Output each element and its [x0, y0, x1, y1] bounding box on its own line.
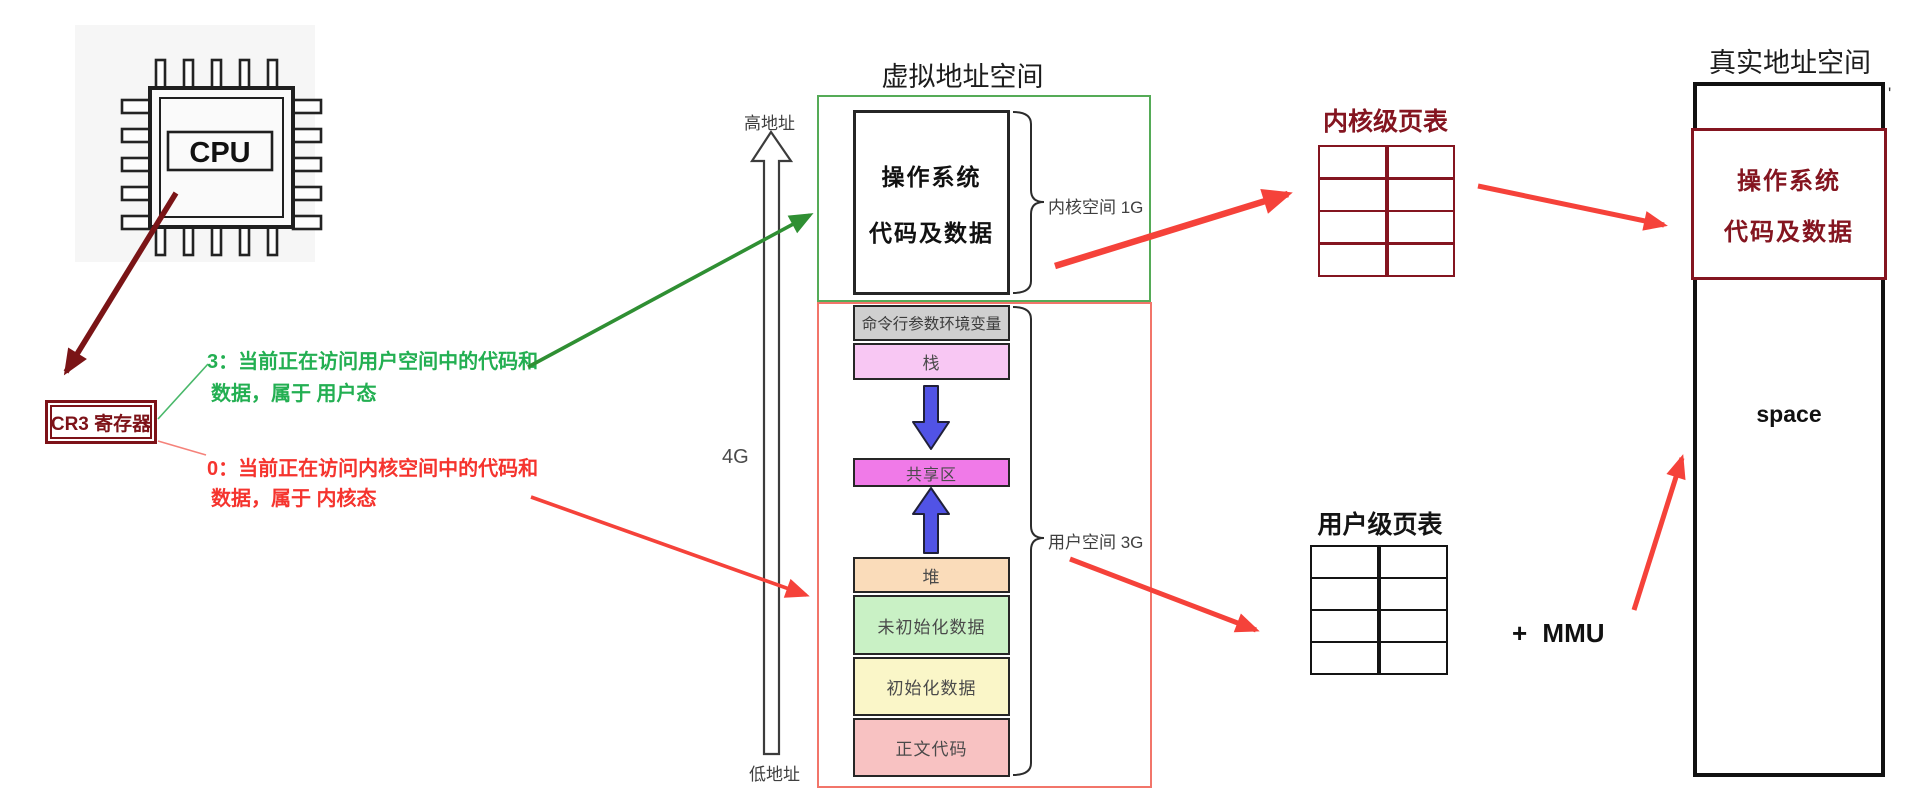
segment-shared-area: 共享区	[853, 458, 1010, 487]
segment-stack: 栈	[853, 343, 1010, 380]
virtual-address-space-title: 虚拟地址空间	[881, 62, 1044, 92]
cpu-chip-icon: CPU	[75, 25, 323, 262]
address-direction-arrow	[749, 130, 794, 756]
page-table-cell	[1381, 579, 1446, 609]
cpu-chip-inner-frame	[159, 97, 284, 218]
page-table-cell	[1312, 643, 1377, 673]
stray-mark: '	[1888, 84, 1892, 103]
real-os-code-data-box: 操作系统 代码及数据	[1691, 128, 1887, 280]
size-4g-label: 4G	[722, 446, 749, 468]
kernel-space-brace-label: 内核空间 1G	[1048, 198, 1144, 217]
real-address-space-title: 真实地址空间	[1709, 48, 1871, 78]
cpu-label: CPU	[189, 137, 250, 169]
arrow-kernel-pagetable-to-real-os	[1477, 183, 1668, 231]
kernel-mode-note-line1: 0：当前正在访问内核空间中的代码和	[207, 458, 539, 480]
arrow-note-to-user-space	[530, 495, 810, 598]
kernel-page-table	[1318, 145, 1455, 277]
arrow-mmu-to-real-space	[1631, 454, 1686, 611]
page-table-cell	[1388, 212, 1453, 243]
segment-text-code: 正文代码	[853, 718, 1010, 777]
low-address-label: 低地址	[749, 765, 800, 784]
segment-cmdline-env: 命令行参数环境变量	[853, 305, 1010, 341]
high-address-label: 高地址	[744, 114, 795, 133]
user-mode-note-line2: 数据，属于 用户态	[211, 383, 377, 405]
page-table-cell	[1381, 611, 1446, 641]
page-table-cell	[1312, 611, 1377, 641]
real-os-code-line1: 操作系统	[1737, 168, 1841, 195]
os-code-line2: 代码及数据	[869, 219, 994, 246]
segment-initialized-data: 初始化数据	[853, 657, 1010, 716]
os-code-data-box: 操作系统 代码及数据	[853, 110, 1010, 295]
page-table-cell	[1381, 643, 1446, 673]
user-space-outline	[817, 302, 1152, 788]
line-cr3-to-kernel-note	[157, 440, 207, 456]
page-table-cell	[1388, 244, 1453, 275]
page-table-cell	[1388, 179, 1453, 210]
real-os-code-line2: 代码及数据	[1724, 219, 1854, 246]
page-table-cell	[1312, 547, 1377, 577]
mmu-label: + MMU	[1512, 618, 1605, 648]
os-code-line1: 操作系统	[881, 163, 982, 190]
page-table-cell	[1320, 244, 1385, 275]
page-table-cell	[1320, 179, 1385, 210]
arrow-note-to-kernel-space	[527, 213, 814, 369]
user-page-table	[1310, 545, 1448, 675]
user-page-table-title: 用户级页表	[1317, 511, 1443, 539]
kernel-page-table-title: 内核级页表	[1322, 108, 1448, 136]
page-table-cell	[1320, 147, 1385, 178]
user-mode-note-line1: 3：当前正在访问用户空间中的代码和	[207, 351, 539, 373]
segment-heap: 堆	[853, 557, 1010, 593]
segment-uninitialized-data: 未初始化数据	[853, 595, 1010, 655]
cr3-register-label: CR3 寄存器	[50, 405, 152, 439]
cpu-label-box	[166, 130, 274, 172]
page-table-cell	[1312, 579, 1377, 609]
user-space-brace-label: 用户空间 3G	[1048, 533, 1144, 552]
page-table-cell	[1388, 147, 1453, 178]
page-table-cell	[1320, 212, 1385, 243]
line-cr3-to-user-note	[157, 363, 209, 420]
space-label: space	[1756, 401, 1822, 427]
cr3-register-box: CR3 寄存器	[45, 400, 157, 444]
page-table-cell	[1381, 547, 1446, 577]
kernel-mode-note-line2: 数据，属于 内核态	[211, 488, 377, 510]
